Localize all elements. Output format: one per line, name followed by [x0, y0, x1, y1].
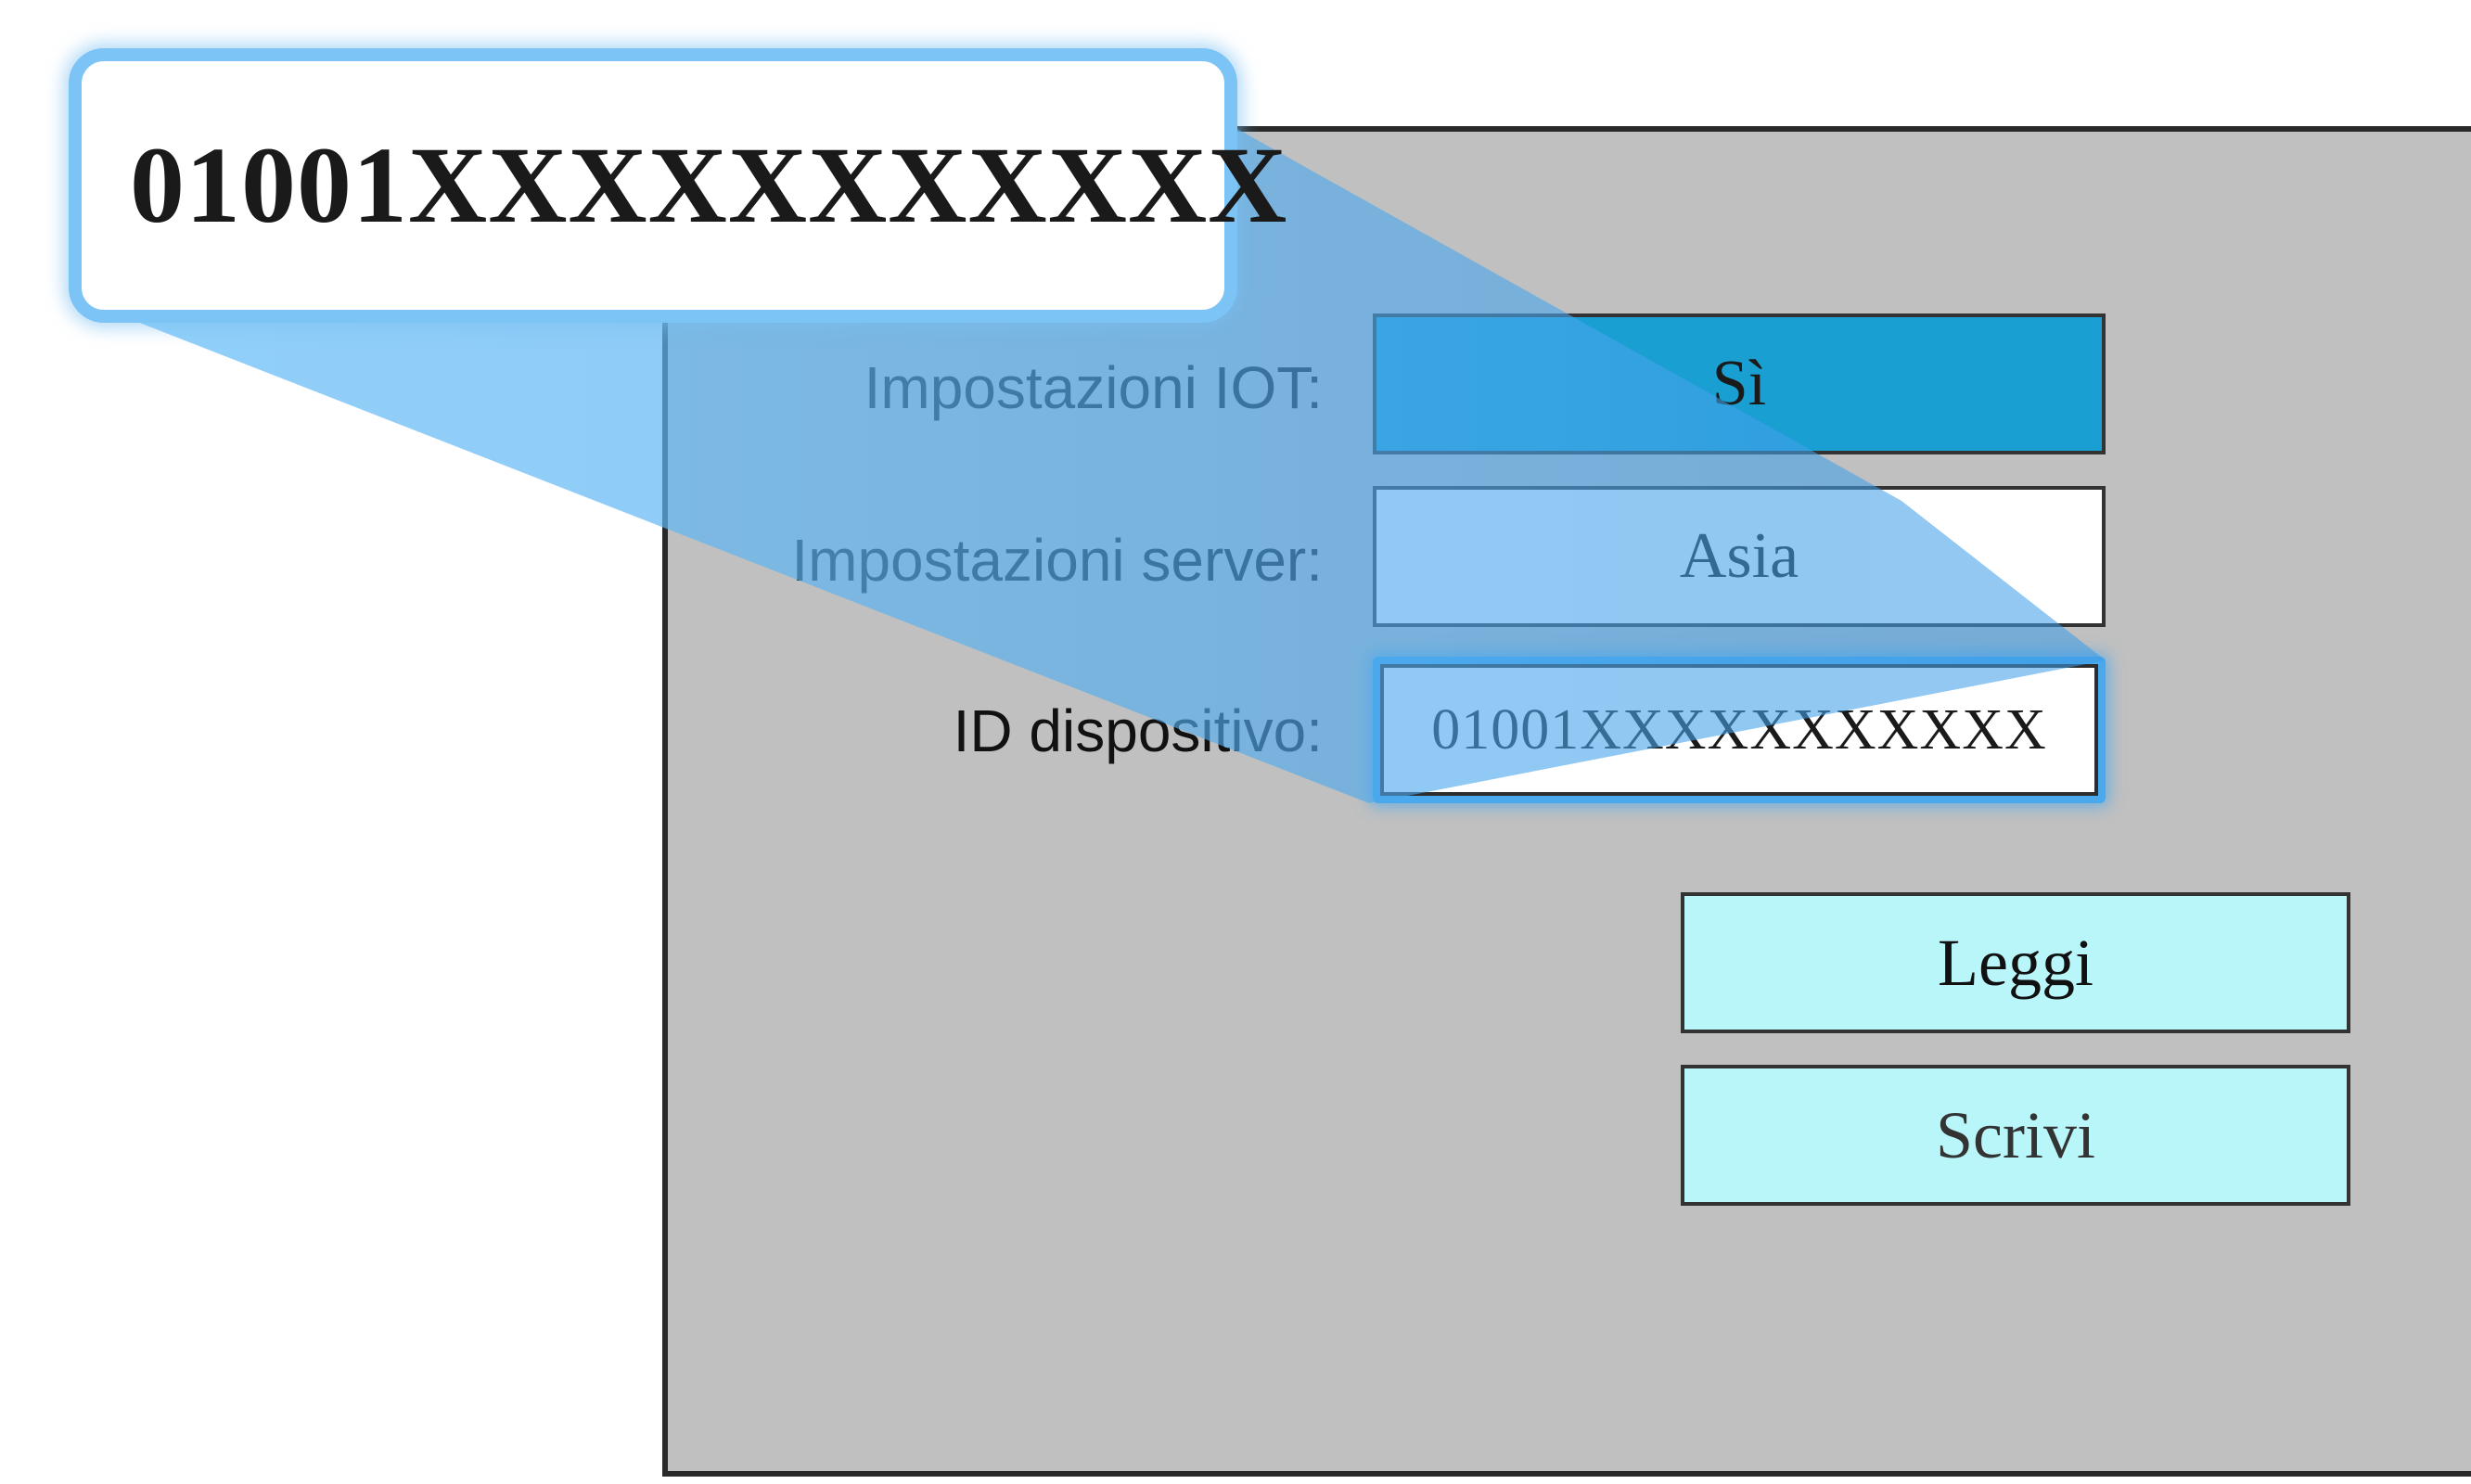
- iot-settings-field[interactable]: Sì: [1373, 313, 2106, 454]
- device-id-label: ID dispositivo:: [953, 697, 1323, 764]
- iot-settings-label: Impostazioni IOT:: [864, 354, 1323, 421]
- write-button[interactable]: Scrivi: [1681, 1065, 2350, 1206]
- device-id-field[interactable]: 01001XXXXXXXXXXX: [1373, 657, 2106, 803]
- server-settings-label: Impostazioni server:: [791, 527, 1323, 594]
- server-settings-field[interactable]: Asia: [1373, 486, 2106, 627]
- device-id-zoom-callout: 01001XXXXXXXXXXX: [69, 48, 1287, 323]
- read-button[interactable]: Leggi: [1681, 892, 2350, 1033]
